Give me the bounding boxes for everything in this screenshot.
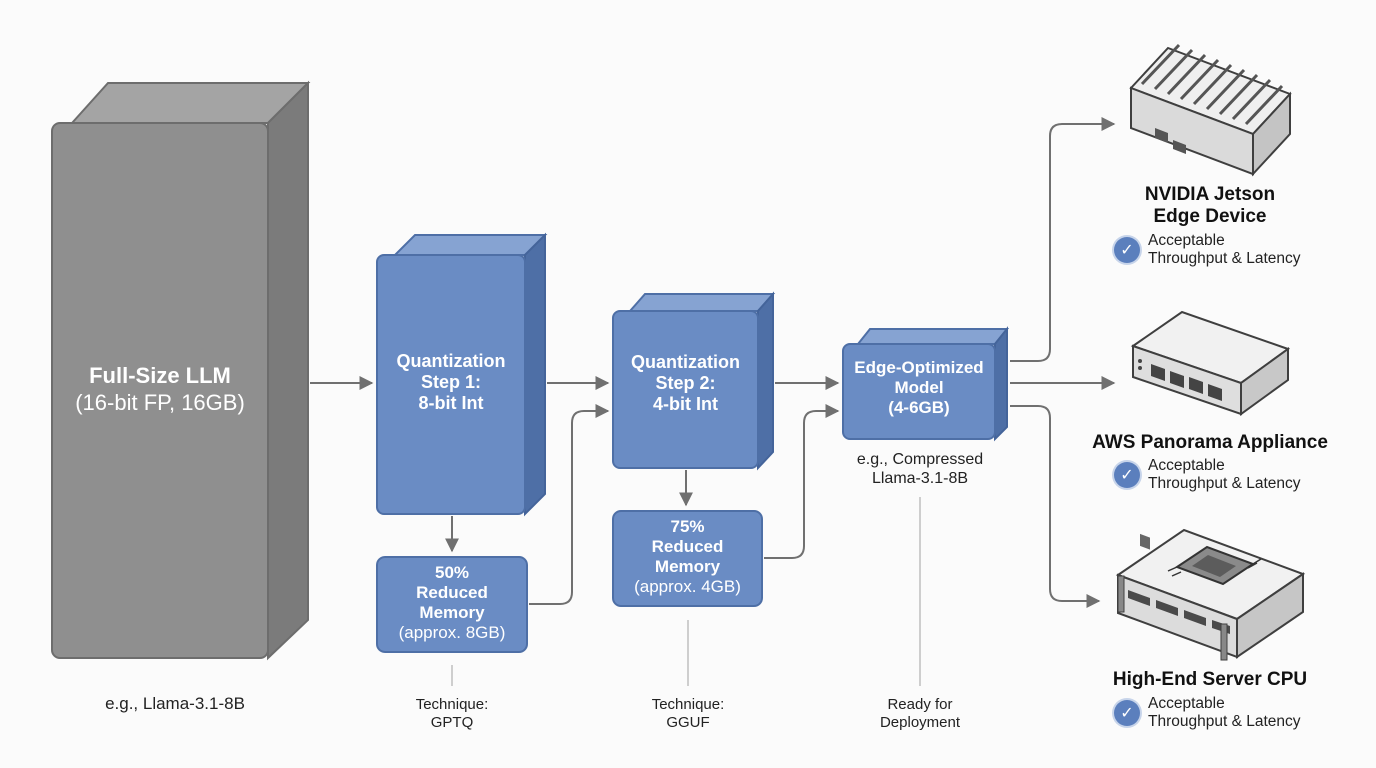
- quant1-block: [376, 232, 548, 517]
- device-panorama-status-line1: Acceptable: [1148, 457, 1225, 474]
- edge-model-example: e.g., Compressed Llama-3.1-8B: [830, 451, 1010, 489]
- edge-model-label: Edge-Optimized Model (4-6GB): [843, 358, 995, 418]
- check-icon: ✓: [1114, 462, 1140, 489]
- memory-step1-approx: (approx. 8GB): [398, 623, 506, 643]
- quant1-line2: Step 1:: [420, 372, 481, 393]
- edge-model-block: [842, 326, 1010, 442]
- memory-step1-percent: 50%: [434, 563, 470, 582]
- device-server-status: ✓ Acceptable Throughput & Latency: [1114, 695, 1301, 732]
- edge-model-example-line2: Llama-3.1-8B: [871, 469, 969, 487]
- quant2-block: [612, 291, 776, 471]
- arrow-memory2-to-edge: [764, 404, 840, 559]
- device-panorama-title: AWS Panorama Appliance: [1092, 432, 1328, 453]
- memory-box-step1: [376, 556, 528, 653]
- technique-step1-value: GPTQ: [430, 713, 474, 731]
- memory-step2-line3: Memory: [654, 557, 721, 577]
- check-icon: ✓: [1114, 237, 1140, 264]
- memory-step1-line2: Reduced: [416, 583, 488, 603]
- flow-arrows: [310, 117, 1116, 608]
- quant2-line1: Quantization: [631, 352, 740, 372]
- device-jetson-status: ✓ Acceptable Throughput & Latency: [1114, 232, 1301, 269]
- quant2-line3: 4-bit Int: [653, 394, 718, 415]
- technique-step2-label: Technique:: [651, 696, 725, 713]
- memory-step2-approx: (approx. 4GB): [634, 577, 741, 597]
- technique-step2: Technique: GGUF: [628, 696, 748, 731]
- quant1-line3: 8-bit Int: [418, 393, 484, 414]
- device-server-status-line1: Acceptable: [1148, 695, 1225, 712]
- technique-step1: Technique: GPTQ: [392, 696, 512, 731]
- device-panorama-status-line2: Throughput & Latency: [1148, 475, 1301, 493]
- memory-step2-line2: Reduced: [651, 537, 724, 557]
- edge-model-line3: (4-6GB): [888, 398, 950, 418]
- quant2-line2: Step 2:: [655, 373, 716, 394]
- deployment-ready: Ready for Deployment: [855, 696, 985, 731]
- deployment-ready-line2: Deployment: [879, 713, 961, 731]
- edge-model-line1: Edge-Optimized: [854, 358, 984, 377]
- memory-box-step2: [612, 510, 763, 607]
- jetson-device-icon: [1129, 43, 1292, 550]
- full-llm-detail: (16-bit FP, 16GB): [75, 390, 245, 415]
- technique-step2-value: GGUF: [666, 713, 710, 731]
- arrow-memory1-to-quant2: [529, 404, 610, 605]
- device-jetson-title: NVIDIA Jetson Edge Device: [1110, 184, 1310, 229]
- edge-model-example-line1: e.g., Compressed: [856, 451, 984, 468]
- memory-step2-percent: 75%: [670, 517, 705, 536]
- quant2-label: Quantization Step 2: 4-bit Int: [613, 352, 758, 416]
- arrow-edge-to-jetson: [1010, 117, 1116, 362]
- panorama-appliance-icon: [1130, 310, 1291, 416]
- memory-step1-line3: Memory: [419, 603, 485, 623]
- device-jetson-status-line1: Acceptable: [1148, 232, 1225, 249]
- quant1-line1: Quantization: [396, 351, 506, 371]
- edge-model-line2: Model: [894, 378, 944, 398]
- arrow-edge-to-server: [1010, 405, 1101, 608]
- device-jetson-title-line2: Edge Device: [1153, 206, 1267, 228]
- device-server-title: High-End Server CPU: [1112, 669, 1308, 690]
- full-llm-example: e.g., Llama-3.1-8B: [105, 694, 245, 713]
- device-jetson-status-line2: Throughput & Latency: [1148, 250, 1301, 268]
- deployment-ready-line1: Ready for: [887, 696, 953, 713]
- device-jetson-title-line1: NVIDIA Jetson: [1144, 184, 1276, 205]
- device-server-status-line2: Throughput & Latency: [1148, 713, 1301, 731]
- full-llm-block: [51, 80, 311, 661]
- memory-step1-label: 50% Reduced Memory (approx. 8GB): [377, 563, 527, 643]
- full-llm-title: Full-Size LLM: [89, 363, 231, 388]
- quant1-label: Quantization Step 1: 8-bit Int: [377, 351, 525, 415]
- device-panorama-status: ✓ Acceptable Throughput & Latency: [1114, 457, 1301, 494]
- technique-step1-label: Technique:: [415, 696, 489, 713]
- check-icon: ✓: [1114, 700, 1140, 727]
- memory-step2-label: 75% Reduced Memory (approx. 4GB): [613, 517, 762, 597]
- server-cpu-icon: [1115, 528, 1306, 661]
- technique-connectors: [451, 497, 921, 686]
